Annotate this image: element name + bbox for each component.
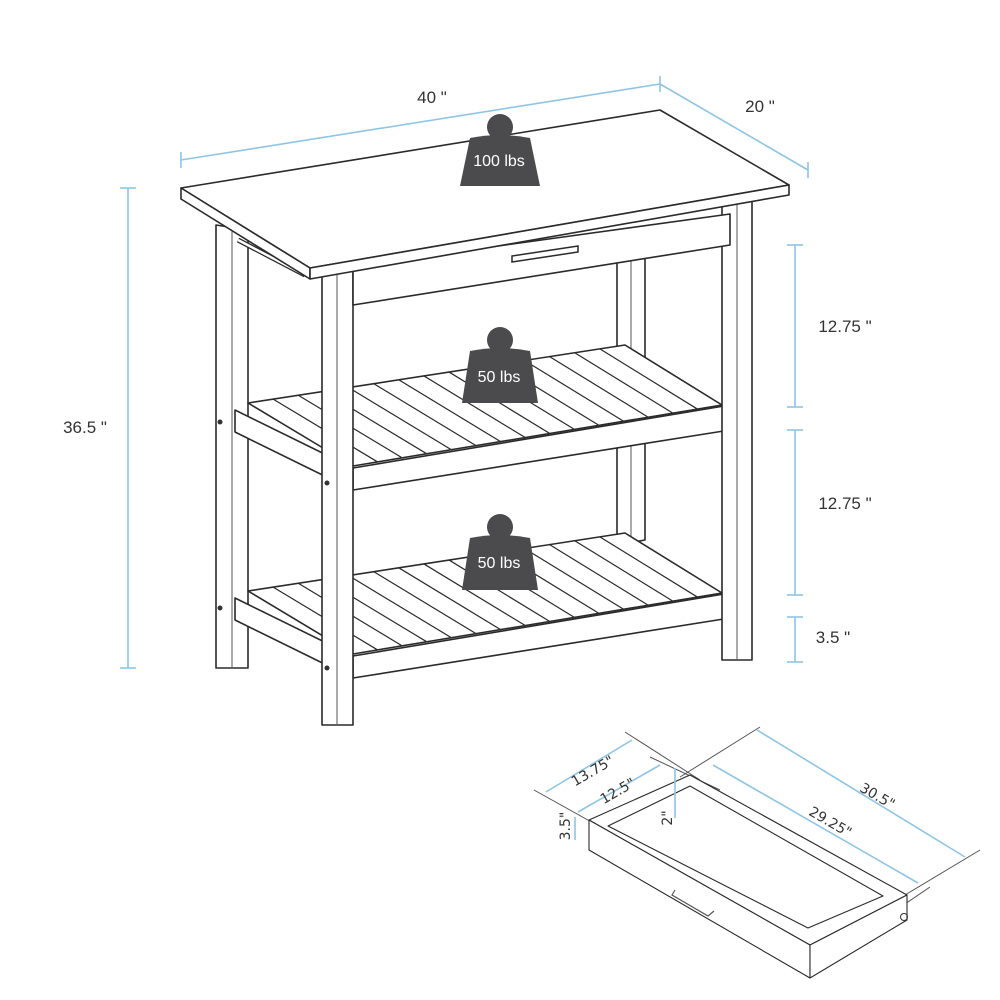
weight-middle: 50 lbs bbox=[462, 327, 538, 403]
weight-top: 100 lbs bbox=[460, 114, 540, 186]
shelf-to-shelf-label: 12.75 " bbox=[818, 494, 871, 513]
dimension-bottom-clearance: 3.5 " bbox=[787, 616, 850, 663]
drawer-outer-depth-label: 13.75" bbox=[569, 753, 617, 790]
height-label: 36.5 " bbox=[63, 418, 107, 437]
table-top bbox=[180, 109, 790, 280]
front-right-leg bbox=[721, 195, 753, 661]
weight-bottom: 50 lbs bbox=[462, 514, 538, 590]
drawer-detail: 13.75" 12.5" 3.5" 2" 30.5" 29.25" bbox=[533, 726, 981, 979]
dimension-shelf-to-shelf: 12.75 " bbox=[787, 429, 872, 596]
front-left-leg bbox=[321, 265, 354, 726]
drawer-inner-height-label: 2" bbox=[660, 810, 676, 825]
shelf-slat bbox=[599, 348, 698, 410]
drawer-to-shelf-label: 12.75 " bbox=[818, 317, 871, 336]
shelf-slat bbox=[574, 352, 674, 414]
shelf-slat bbox=[599, 536, 698, 598]
shelf-slat bbox=[348, 575, 452, 639]
drawer-outer-length-label: 30.5" bbox=[857, 780, 898, 813]
dimension-width: 40 " bbox=[180, 76, 661, 168]
shelf-slat bbox=[348, 387, 452, 451]
shelf-slat bbox=[423, 375, 526, 439]
shelf-slat bbox=[398, 567, 501, 631]
dimension-drawer-to-shelf: 12.75 " bbox=[787, 244, 872, 408]
bottom-clearance-label: 3.5 " bbox=[816, 628, 850, 647]
shelf-slat bbox=[373, 571, 477, 635]
depth-label: 20 " bbox=[745, 97, 775, 116]
shelf-slat bbox=[524, 359, 624, 422]
back-left-leg bbox=[215, 224, 249, 669]
weight-label-bottom: 50 lbs bbox=[478, 555, 521, 572]
weight-label-middle: 50 lbs bbox=[478, 369, 521, 386]
drawer-front[interactable] bbox=[352, 213, 731, 306]
drawer-height-label: 3.5" bbox=[558, 812, 574, 841]
shelf-slat bbox=[524, 547, 624, 610]
shelf-slat bbox=[549, 544, 649, 606]
dimension-height: 36.5 " bbox=[63, 187, 136, 669]
weight-label-top: 100 lbs bbox=[473, 153, 525, 170]
shelf-slat bbox=[549, 356, 649, 418]
drawer-handle[interactable] bbox=[511, 245, 579, 263]
shelf-slat bbox=[373, 383, 477, 447]
dimension-depth: 20 " bbox=[659, 83, 809, 178]
shelf-slat bbox=[398, 379, 501, 443]
shelf-slat bbox=[574, 540, 674, 602]
shelf-slat bbox=[423, 563, 526, 627]
width-label: 40 " bbox=[417, 88, 447, 107]
